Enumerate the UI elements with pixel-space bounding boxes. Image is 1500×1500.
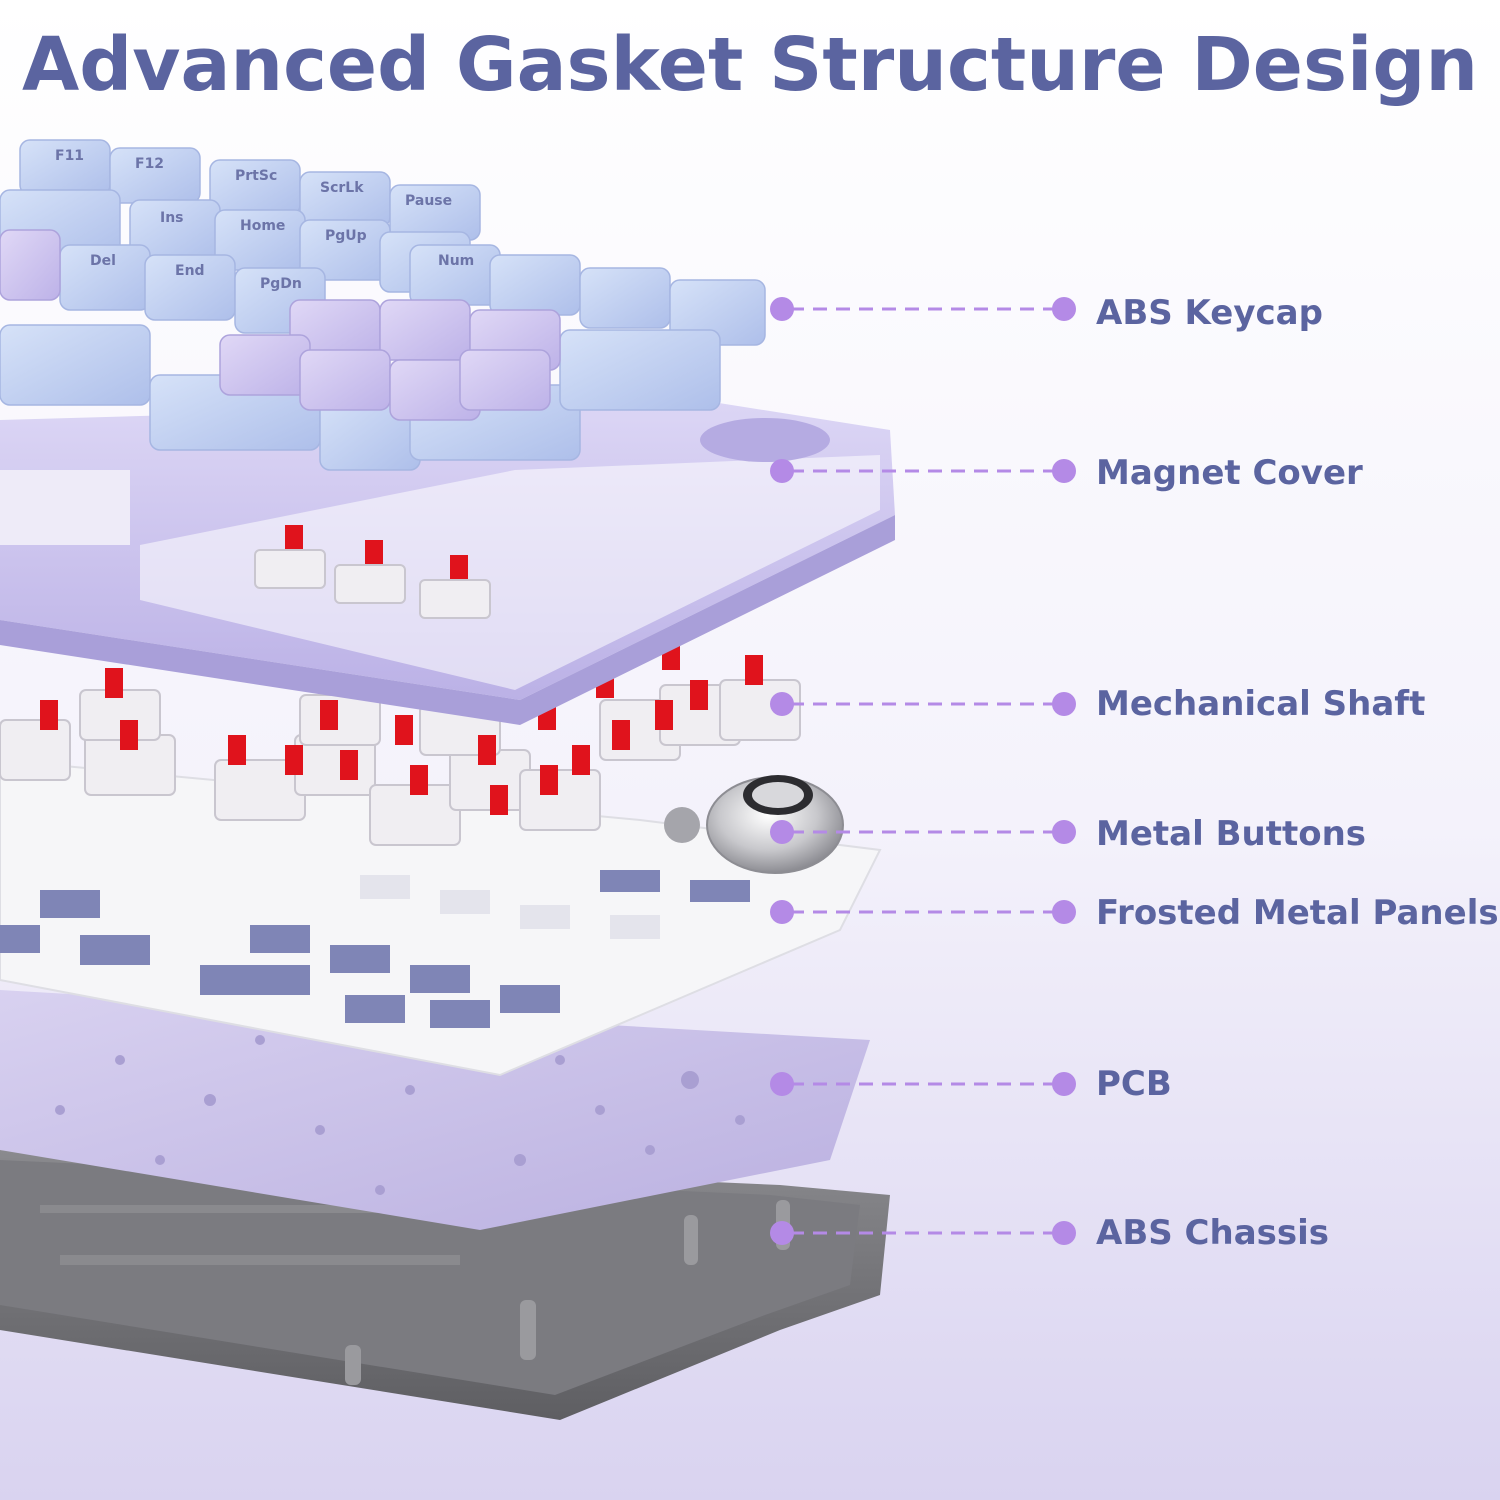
- key-legend-f11: F11: [55, 148, 84, 164]
- callout-dot-start: [770, 1221, 794, 1245]
- label-abs-keycap: ABS Keycap: [1096, 293, 1323, 333]
- label-metal-buttons: Metal Buttons: [1096, 814, 1367, 854]
- key-legend-num: Num: [438, 253, 474, 269]
- callout-dot-end: [1052, 692, 1076, 716]
- callout-dot-start: [770, 692, 794, 716]
- callout-dots: [770, 297, 1076, 1245]
- key-legend-del: Del: [90, 253, 116, 269]
- callout-dot-end: [1052, 820, 1076, 844]
- key-legend-end: End: [175, 263, 205, 279]
- key-legend-prtsc: PrtSc: [235, 168, 277, 184]
- callout-dot-end: [1052, 900, 1076, 924]
- key-legend-f12: F12: [135, 156, 164, 172]
- label-mechanical-shaft: Mechanical Shaft: [1096, 684, 1426, 724]
- label-pcb: PCB: [1096, 1064, 1172, 1104]
- callout-dot-start: [770, 900, 794, 924]
- callout-dot-start: [770, 1072, 794, 1096]
- callout-dot-start: [770, 459, 794, 483]
- abs-keycap-layer: F11 F12 PrtSc ScrLk Pause Ins Home PgUp …: [0, 139, 766, 471]
- callout-dot-end: [1052, 1072, 1076, 1096]
- key-legend-pgdn: PgDn: [260, 276, 302, 292]
- magnet-cover-layer: [0, 400, 895, 725]
- callout-dot-end: [1052, 459, 1076, 483]
- key-legend-home: Home: [240, 218, 285, 234]
- label-abs-chassis: ABS Chassis: [1096, 1213, 1330, 1253]
- key-legend-scrlk: ScrLk: [320, 180, 364, 196]
- label-magnet-cover: Magnet Cover: [1096, 453, 1363, 493]
- key-legend-pause: Pause: [405, 193, 452, 209]
- pcb-layer: [0, 990, 870, 1230]
- callout-dot-end: [1052, 1221, 1076, 1245]
- key-legend-pgup: PgUp: [325, 228, 367, 244]
- label-frosted-metal-panels: Frosted Metal Panels: [1096, 893, 1499, 933]
- abs-chassis-layer: [0, 1150, 890, 1420]
- key-legend-ins: Ins: [160, 210, 184, 226]
- callout-dot-start: [770, 297, 794, 321]
- callout-dot-start: [770, 820, 794, 844]
- frosted-metal-panel-layer: [0, 758, 882, 1077]
- page-title: Advanced Gasket Structure Design: [21, 22, 1479, 108]
- callout-dot-end: [1052, 297, 1076, 321]
